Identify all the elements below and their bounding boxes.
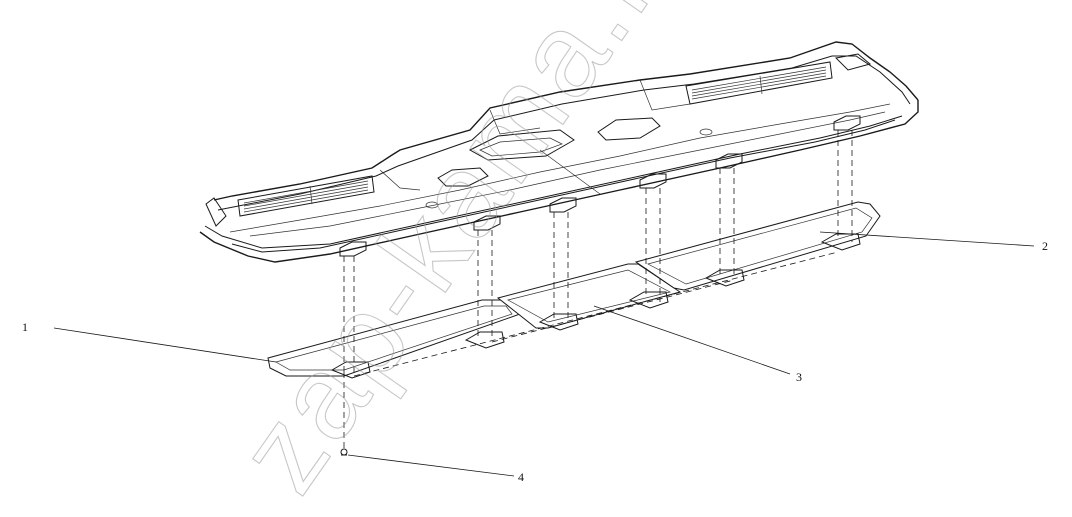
alignment-lines — [343, 130, 853, 452]
leader-lines — [53, 231, 1035, 477]
panel-3-middle-cover — [496, 263, 682, 331]
panel-1-left-cover — [267, 299, 521, 379]
panel-2-right-cover — [634, 201, 881, 291]
fastener-4 — [340, 448, 348, 456]
callout-1: 1 — [22, 320, 28, 334]
watermark-text: zap-kama.ru — [213, 0, 723, 512]
callout-3: 3 — [796, 370, 802, 384]
shelf-assembly — [199, 41, 919, 263]
watermark: zap-kama.ru — [213, 0, 724, 515]
callout-4: 4 — [518, 470, 524, 484]
callout-2: 2 — [1042, 239, 1048, 253]
